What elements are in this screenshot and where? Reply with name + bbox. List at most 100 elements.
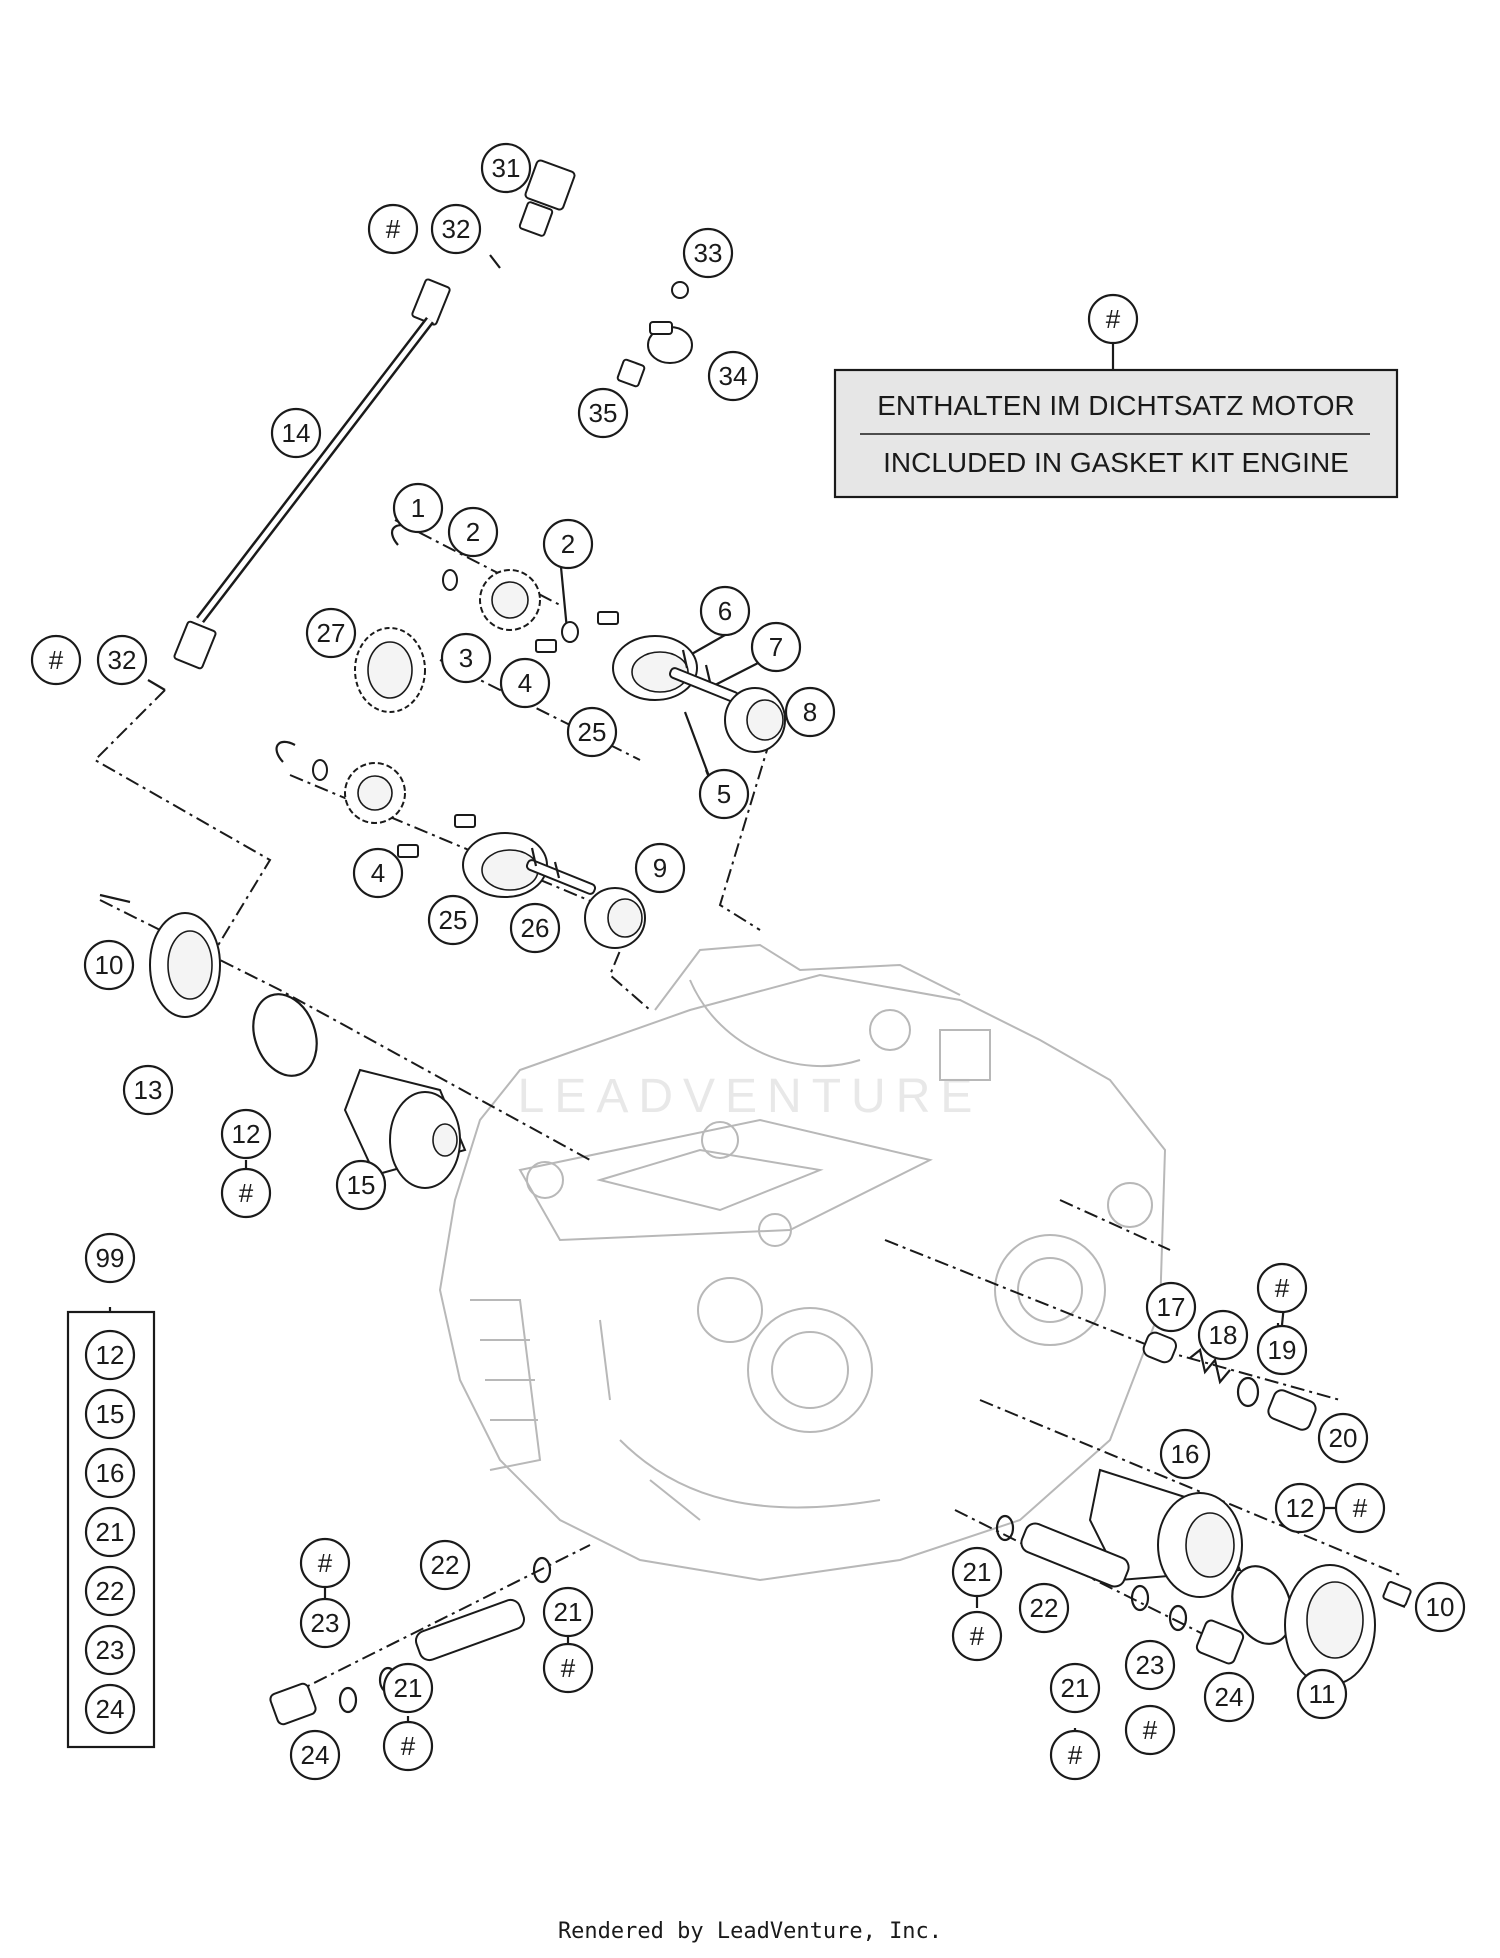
callout-label: # <box>318 1548 333 1578</box>
callout-label: 21 <box>1061 1673 1090 1703</box>
callout-label: 35 <box>589 398 618 428</box>
callout-label: 8 <box>803 697 817 727</box>
part-gear-3 <box>479 569 541 631</box>
callout-circle <box>1256 1324 1308 1376</box>
callout-24b: 24 <box>1203 1671 1255 1723</box>
callout-circle <box>382 1720 434 1772</box>
svg-text:#: # <box>1106 304 1121 334</box>
callout-14: 14 <box>270 407 322 459</box>
callout-circle <box>1296 1668 1348 1720</box>
part-rotor-8 <box>724 687 786 753</box>
callout-circle <box>707 350 759 402</box>
callout-circle <box>682 227 734 279</box>
callout-circle <box>1159 1428 1211 1480</box>
callout-label: 27 <box>317 618 346 648</box>
callout-17: 17 <box>1145 1281 1197 1333</box>
part-screw-33 <box>671 281 689 299</box>
callout-21d: 21 <box>1049 1662 1101 1714</box>
callout-21a-hash: # <box>542 1642 594 1694</box>
callout-circle <box>1124 1704 1176 1756</box>
callout-label: 22 <box>431 1550 460 1580</box>
callout-circle <box>367 203 419 255</box>
callout-25a: 25 <box>566 706 618 758</box>
callout-label: # <box>970 1621 985 1651</box>
part-screw-10b <box>1382 1581 1412 1607</box>
callout-circle <box>96 634 148 686</box>
callout-32a: 32 <box>430 203 482 255</box>
callout-34: 34 <box>707 350 759 402</box>
callout-circle <box>447 506 499 558</box>
callout-circle <box>289 1729 341 1781</box>
callout-circle <box>1049 1662 1101 1714</box>
callout-23b: 23 <box>1124 1639 1176 1691</box>
callout-label: 19 <box>1268 1335 1297 1365</box>
callout-label: 4 <box>371 858 385 888</box>
callout-circle <box>220 1108 272 1160</box>
callout-label: # <box>49 645 64 675</box>
callout-15: 15 <box>335 1159 387 1211</box>
callout-label: # <box>239 1178 254 1208</box>
callout-8: 8 <box>784 686 836 738</box>
callout-25b: 25 <box>427 894 479 946</box>
callout-circle <box>392 482 444 534</box>
callout-circle <box>951 1546 1003 1598</box>
svg-text:12: 12 <box>96 1340 125 1370</box>
part-oil-filter-16 <box>1088 1468 1243 1598</box>
callout-circle <box>299 1597 351 1649</box>
callout-26: 26 <box>509 902 561 954</box>
callout-circle <box>427 894 479 946</box>
callout-2a: 2 <box>447 506 499 558</box>
callout-label: # <box>1353 1493 1368 1523</box>
callout-21a: 21 <box>542 1586 594 1638</box>
part-nut-35 <box>616 358 646 388</box>
kit-item-24: 24 <box>84 1683 136 1735</box>
part-washer-2b <box>561 621 579 643</box>
callout-label: # <box>386 214 401 244</box>
engine-crankcase <box>438 943 1167 1582</box>
part-screw-4b <box>397 814 476 858</box>
callout-27: 27 <box>305 607 357 659</box>
callout-label: 22 <box>1030 1593 1059 1623</box>
callout-circle <box>1124 1639 1176 1691</box>
callout-circle <box>83 939 135 991</box>
callout-circle <box>1317 1412 1369 1464</box>
callout-circle <box>750 621 802 673</box>
part-washer-2a <box>442 569 458 591</box>
svg-text:16: 16 <box>96 1458 125 1488</box>
callout-12a-hash: # <box>220 1167 272 1219</box>
svg-text:23: 23 <box>96 1635 125 1665</box>
callout-7: 7 <box>750 621 802 673</box>
callout-32b: 32 <box>96 634 148 686</box>
part-oring-19 <box>1236 1376 1260 1408</box>
part-cover-25a <box>612 635 698 701</box>
part-valve-22a <box>415 1598 525 1662</box>
callout-13: 13 <box>122 1064 174 1116</box>
callout-20: 20 <box>1317 1412 1369 1464</box>
callout-circle <box>220 1167 272 1219</box>
callout-22b: 22 <box>1018 1582 1070 1634</box>
callout-label: # <box>1068 1740 1083 1770</box>
callout-label: # <box>561 1653 576 1683</box>
callout-circle <box>352 847 404 899</box>
callout-label: 11 <box>1309 1679 1336 1709</box>
callout-circle <box>499 657 551 709</box>
callout-11: 11 <box>1296 1668 1348 1720</box>
callout-label: 4 <box>518 668 532 698</box>
callout-label: 33 <box>694 238 723 268</box>
callout-label: 15 <box>347 1170 376 1200</box>
part-oring-12a <box>252 993 318 1077</box>
callout-circle <box>1018 1582 1070 1634</box>
callout-circle <box>577 387 629 439</box>
part-rotor-9 <box>584 887 646 949</box>
part-oring-12b <box>1231 1565 1293 1645</box>
callout-label: 21 <box>394 1673 423 1703</box>
part-washers-right <box>995 1514 1188 1632</box>
callout-label: 24 <box>301 1740 330 1770</box>
callout-circle <box>784 686 836 738</box>
callout-label: 3 <box>459 643 473 673</box>
callout-circle <box>542 518 594 570</box>
callout-24a: 24 <box>289 1729 341 1781</box>
callout-circle <box>542 1642 594 1694</box>
callout-2b: 2 <box>542 518 594 570</box>
